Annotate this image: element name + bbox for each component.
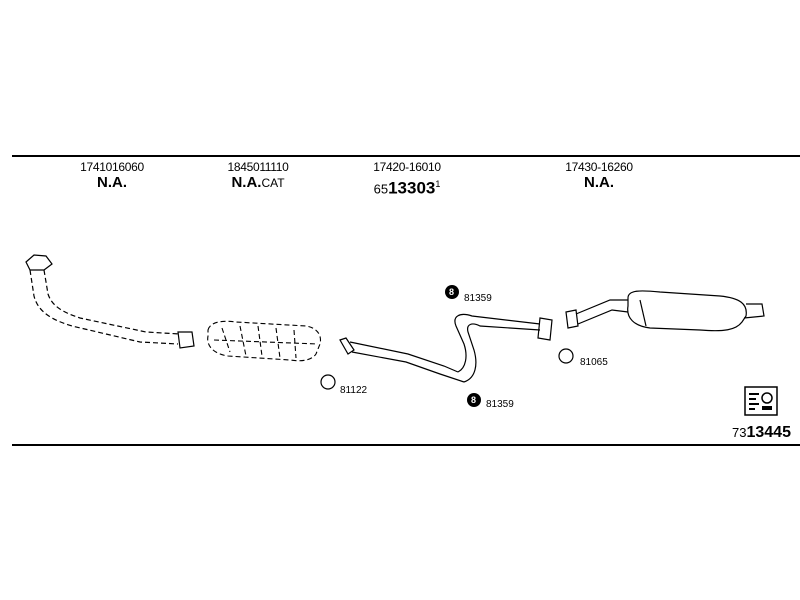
front-pipe — [25, 254, 195, 349]
clamp-lower-callout: 8 81359 — [467, 393, 514, 410]
part-code: N.A. — [72, 174, 152, 192]
center-pipe — [339, 313, 553, 383]
reference-number: 65133031 — [364, 174, 450, 199]
clamp-upper-callout: 8 81359 — [445, 285, 492, 304]
catalytic-converter — [207, 320, 322, 362]
part-number: 1845011110 — [227, 160, 289, 174]
reference-superscript: 1 — [435, 179, 441, 189]
part-number: 17430-16260 — [565, 160, 633, 174]
rear-muffler — [565, 290, 765, 332]
part-number: 1741016060 — [80, 160, 144, 174]
diagram-number-prefix: 73 — [732, 425, 747, 440]
diagram-number-main: 13445 — [746, 424, 791, 441]
diagram-number: 7313445 — [732, 424, 791, 442]
part-code-text: N.A. — [231, 174, 262, 191]
part-label-catalyst: 1845011110 N.A.CAT — [218, 160, 298, 192]
reference-prefix: 65 — [373, 181, 389, 197]
gasket-rear-callout: 81065 — [558, 348, 608, 368]
document-icon — [744, 386, 778, 416]
callout-number: 81122 — [340, 385, 368, 396]
bolt-icon: 8 — [449, 287, 454, 297]
part-code-text: N.A. — [97, 174, 127, 191]
top-rule — [12, 155, 800, 157]
callout-number: 81065 — [580, 357, 608, 368]
part-label-front-pipe: 1741016060 N.A. — [72, 160, 152, 192]
part-number: 17420-16010 — [373, 160, 441, 174]
part-code-text: N.A. — [584, 174, 614, 191]
part-label-center-pipe: 17420-16010 65133031 — [364, 160, 450, 199]
callout-number: 81359 — [486, 399, 514, 410]
reference-main: 13303 — [388, 178, 436, 198]
bottom-rule — [12, 444, 800, 446]
part-code-suffix: CAT — [261, 176, 285, 190]
gasket-front-callout: 81122 — [320, 374, 368, 396]
callout-number: 81359 — [464, 293, 492, 304]
part-code: N.A.CAT — [218, 174, 298, 192]
part-label-rear-muffler: 17430-16260 N.A. — [556, 160, 642, 192]
part-code: N.A. — [556, 174, 642, 192]
bolt-icon: 8 — [471, 395, 476, 405]
